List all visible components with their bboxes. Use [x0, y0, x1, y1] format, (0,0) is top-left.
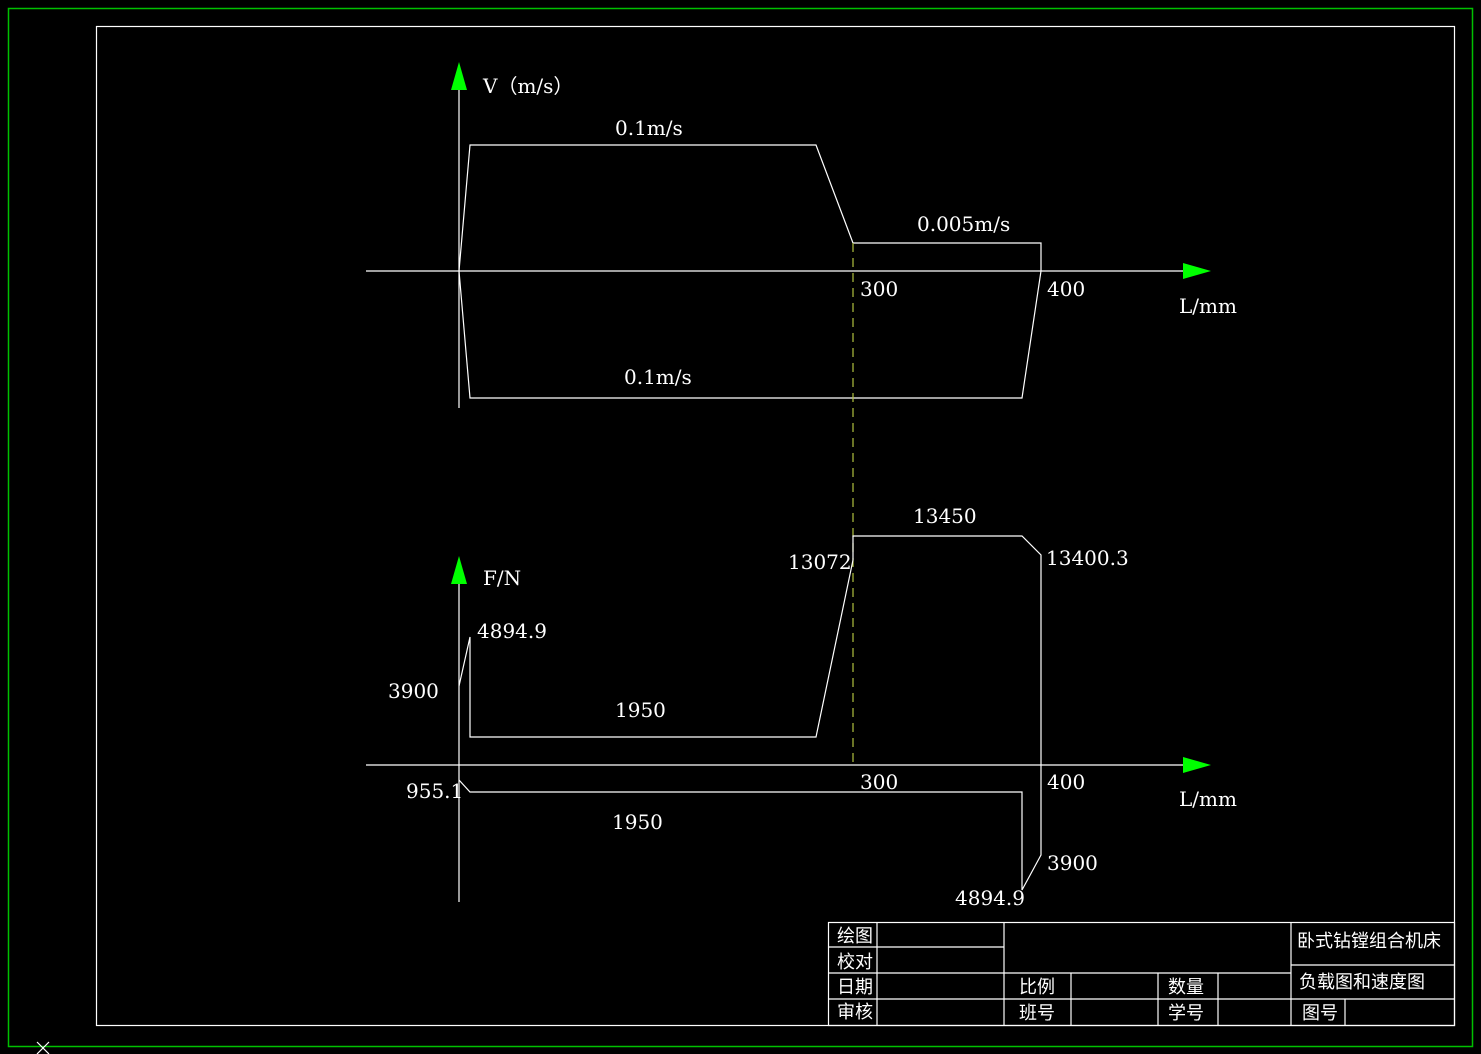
tick-300: 300	[860, 770, 898, 794]
tick-300: 300	[860, 277, 898, 301]
work-end-label: 13400.3	[1046, 546, 1129, 570]
return-value-label: 3900	[1047, 851, 1098, 875]
title-block	[827, 921, 1456, 1027]
forward-load-curve	[458, 535, 1042, 765]
drawing-border	[95, 25, 1456, 1027]
return-load-label: 1950	[612, 810, 663, 834]
v-axis-label: V（m/s）	[482, 74, 573, 98]
l-axis-arrow-icon	[1183, 263, 1211, 279]
peak-start-label: 4894.9	[477, 619, 547, 643]
work-start-label: 13072	[788, 550, 852, 574]
v-axis-arrow-icon	[451, 62, 467, 90]
machine-name: 卧式钻镗组合机床	[1297, 931, 1441, 952]
work-speed-label: 0.005m/s	[917, 212, 1010, 236]
ucs-cross-icon	[36, 1041, 50, 1054]
outer-frame	[7, 7, 1474, 1048]
quantity-label: 数量	[1168, 977, 1204, 998]
fast-forward-load-label: 1950	[615, 698, 666, 722]
drawing-name: 负载图和速度图	[1299, 972, 1425, 993]
return-velocity-curve	[458, 270, 1042, 399]
date-label: 日期	[837, 977, 873, 998]
student-no-label: 学号	[1168, 1003, 1204, 1024]
tick-400: 400	[1047, 277, 1085, 301]
start-value-label: 3900	[388, 679, 439, 703]
drawing-no-label: 图号	[1302, 1003, 1338, 1024]
return-start-label: 955.1	[406, 779, 463, 803]
return-peak-label: 4894.9	[955, 886, 1025, 910]
class-no-label: 班号	[1019, 1003, 1055, 1024]
drawn-label: 绘图	[837, 926, 873, 947]
checked-label: 校对	[837, 952, 873, 973]
force-chart: F/N L/mm 3900 4894.9 1950 13072 13450 13…	[366, 504, 1237, 910]
forward-speed-label: 0.1m/s	[615, 116, 683, 140]
approved-label: 审核	[837, 1002, 873, 1023]
scale-label: 比例	[1019, 977, 1055, 998]
tick-400: 400	[1047, 770, 1085, 794]
f-axis-arrow-icon	[451, 556, 467, 584]
velocity-chart: V（m/s） L/mm 0.1m/s 0.005m/s 0.1m/s 300 4…	[366, 62, 1237, 408]
work-load-label: 13450	[913, 504, 977, 528]
l-axis-arrow-icon	[1183, 757, 1211, 773]
l-axis-label: L/mm	[1179, 294, 1237, 318]
f-axis-label: F/N	[483, 566, 521, 590]
return-speed-label: 0.1m/s	[624, 365, 692, 389]
forward-velocity-curve	[458, 144, 1042, 272]
return-load-curve	[458, 765, 1042, 891]
l-axis-label: L/mm	[1179, 787, 1237, 811]
